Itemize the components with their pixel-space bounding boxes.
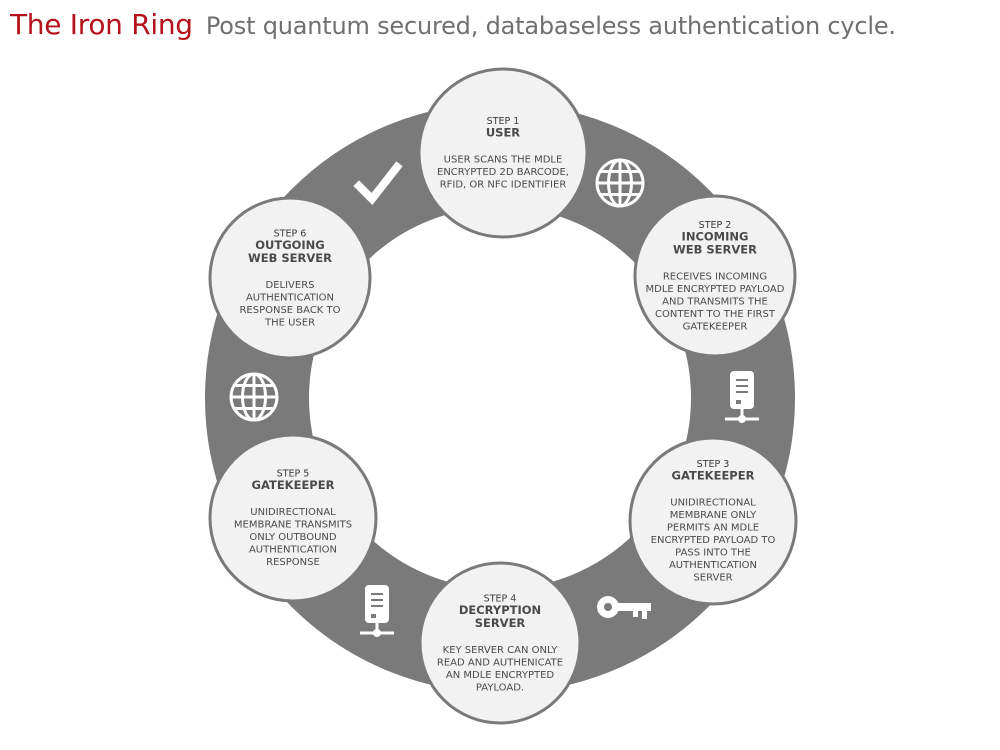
- step-description: ENCRYPTED PAYLOAD TO: [651, 535, 776, 546]
- step-title: DECRYPTION: [459, 603, 541, 617]
- step-description: PASS INTO THE: [675, 548, 751, 559]
- globe-icon: [595, 158, 645, 208]
- step-title: WEB SERVER: [673, 243, 757, 257]
- step-description: UNIDIRECTIONAL: [250, 507, 336, 518]
- step-description: AUTHENTICATION: [246, 292, 334, 303]
- step-description: MDLE ENCRYPTED PAYLOAD: [646, 284, 785, 295]
- step-description: RESPONSE: [266, 557, 320, 568]
- step-title: WEB SERVER: [248, 251, 332, 265]
- checkmark-icon: [353, 161, 403, 206]
- step-title: OUTGOING: [255, 238, 325, 252]
- step-description: AUTHENTICATION: [249, 545, 337, 556]
- step-description: AND TRANSMITS THE: [662, 297, 768, 308]
- server-icon: [725, 371, 759, 423]
- step-number: STEP 2: [699, 220, 732, 231]
- key-icon: [597, 596, 651, 619]
- step-number: STEP 3: [697, 459, 730, 470]
- globe-icon: [229, 372, 279, 422]
- step-number: STEP 4: [484, 593, 517, 604]
- server-icon: [360, 585, 394, 637]
- step-description: ENCRYPTED 2D BARCODE,: [437, 167, 569, 178]
- step-circle: [628, 436, 798, 606]
- step-title: GATEKEEPER: [252, 478, 335, 492]
- page-subtitle: Post quantum secured, databaseless authe…: [205, 12, 896, 40]
- step-description: PERMITS AN MDLE: [667, 523, 759, 534]
- step-circle: [417, 67, 589, 239]
- step-circle: [633, 194, 797, 358]
- step-description: CONTENT TO THE FIRST: [655, 309, 776, 320]
- step-description: AUTHENTICATION: [669, 560, 757, 571]
- step-description: RECEIVES INCOMING: [663, 272, 767, 283]
- step-circle: [208, 433, 378, 603]
- step-description: USER SCANS THE MDLE: [444, 155, 563, 166]
- step-number: STEP 1: [487, 116, 520, 127]
- step-title: INCOMING: [682, 230, 749, 244]
- step-title: USER: [486, 126, 520, 140]
- step-circle: [208, 196, 372, 360]
- step-description: PAYLOAD.: [476, 682, 524, 693]
- step-description: THE USER: [264, 317, 315, 328]
- step-number: STEP 6: [274, 228, 307, 239]
- step-title: GATEKEEPER: [672, 469, 755, 483]
- step-description: RFID, OR NFC IDENTIFIER: [440, 180, 567, 191]
- step-description: SERVER: [693, 573, 732, 584]
- step-description: UNIDIRECTIONAL: [670, 498, 756, 509]
- step-circle: [418, 561, 582, 725]
- step-description: MEMBRANE TRANSMITS: [234, 520, 352, 531]
- step-description: MEMBRANE ONLY: [670, 510, 757, 521]
- page-title: The Iron Ring: [10, 8, 193, 41]
- step-title: SERVER: [475, 616, 526, 630]
- step-description: KEY SERVER CAN ONLY: [443, 645, 559, 656]
- step-description: GATEKEEPER: [683, 322, 748, 333]
- header: The Iron Ring Post quantum secured, data…: [10, 8, 896, 41]
- step-description: DELIVERS: [266, 280, 315, 291]
- step-description: AN MDLE ENCRYPTED: [446, 670, 555, 681]
- step-description: ONLY OUTBOUND: [249, 532, 337, 543]
- step-description: RESPONSE BACK TO: [239, 305, 340, 316]
- step-description: READ AND AUTHENICATE: [437, 657, 563, 668]
- step-number: STEP 5: [277, 469, 310, 480]
